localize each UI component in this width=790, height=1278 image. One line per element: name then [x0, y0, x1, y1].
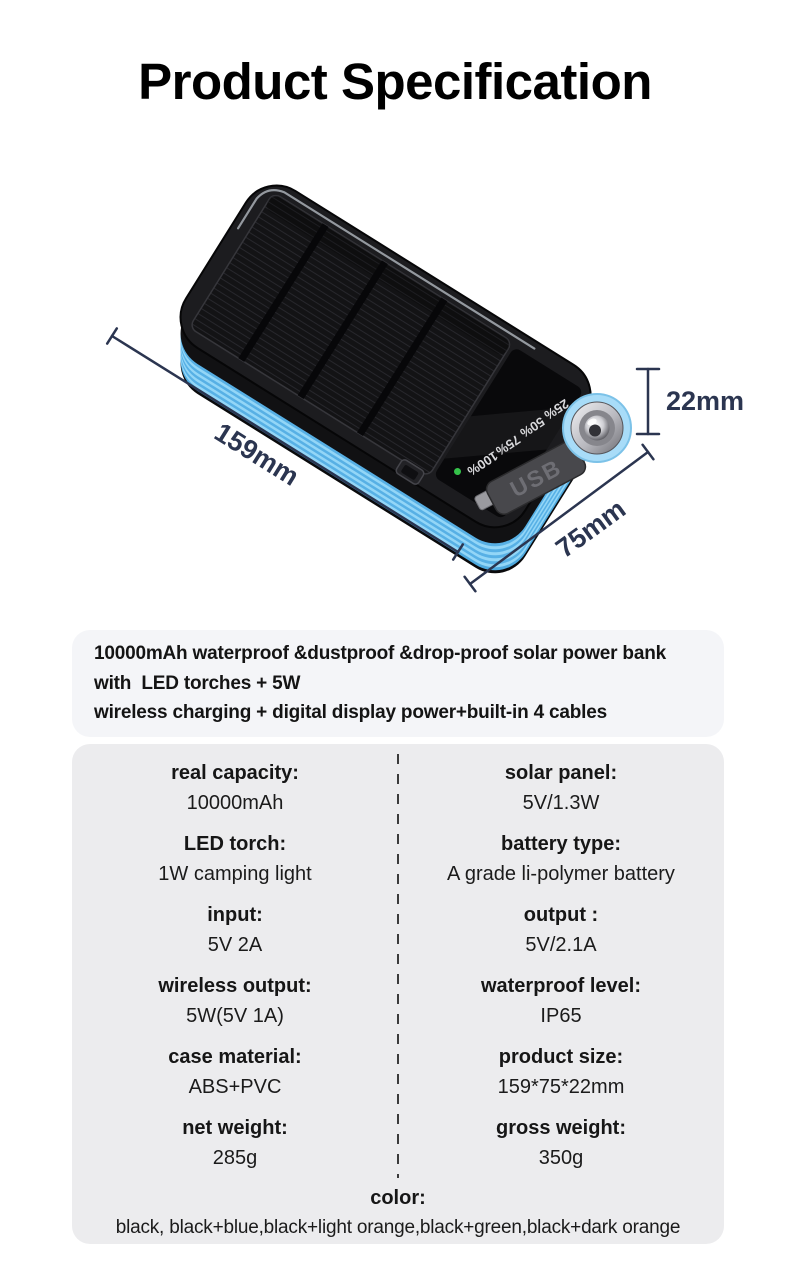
spec-output: output : 5V/2.1A [523, 904, 599, 956]
panel-divider [297, 260, 388, 399]
spec-color: color: black, black+blue,black+light ora… [115, 1187, 681, 1238]
spec-battery-type: battery type: A grade li-polymer battery [447, 833, 675, 885]
spec-product-size: product size: 159*75*22mm [497, 1046, 625, 1098]
dimension-width-label: 75mm [550, 494, 631, 564]
charge-led-icon [454, 468, 462, 476]
spec-case-material: case material: ABS+PVC [168, 1046, 302, 1098]
description-line-2: with LED torches + 5W [94, 672, 301, 694]
spec-gross-weight: gross weight: 350g [495, 1117, 626, 1169]
dimension-height: 22mm [635, 367, 744, 436]
product-figure: 25% 50% 75% 100% USB [105, 184, 744, 593]
side-button [395, 459, 425, 485]
spec-real-capacity: real capacity: 10000mAh [171, 762, 299, 814]
description-line-3: wireless charging + digital display powe… [94, 702, 607, 723]
led-torch-icon [562, 393, 632, 463]
spec-waterproof-level: waterproof level: IP65 [480, 975, 642, 1027]
page-title: Product Specification [138, 53, 652, 110]
spec-led-torch: LED torch: 1W camping light [158, 833, 312, 885]
battery-display: 25% 50% 75% 100% [435, 349, 582, 518]
description-line-1: 10000mAh waterproof &dustproof &drop-pro… [94, 643, 666, 664]
spec-wireless-output: wireless output: 5W(5V 1A) [158, 975, 312, 1027]
spec-net-weight: net weight: 285g [182, 1117, 288, 1169]
spec-table: real capacity: 10000mAh solar panel: 5V/… [72, 744, 724, 1244]
description-box: 10000mAh waterproof &dustproof &drop-pro… [72, 630, 724, 737]
spec-solar-panel: solar panel: 5V/1.3W [504, 762, 618, 814]
panel-divider [238, 223, 329, 362]
device-top-face: 25% 50% 75% 100% [179, 184, 592, 529]
spec-grid: real capacity: 10000mAh solar panel: 5V/… [72, 758, 724, 1184]
spec-input: input: 5V 2A [207, 904, 263, 956]
bezel-highlight [236, 189, 536, 350]
solar-panel [191, 194, 511, 475]
panel-divider [357, 297, 448, 437]
dimension-height-label: 22mm [666, 386, 744, 416]
dashed-divider [397, 754, 399, 1178]
